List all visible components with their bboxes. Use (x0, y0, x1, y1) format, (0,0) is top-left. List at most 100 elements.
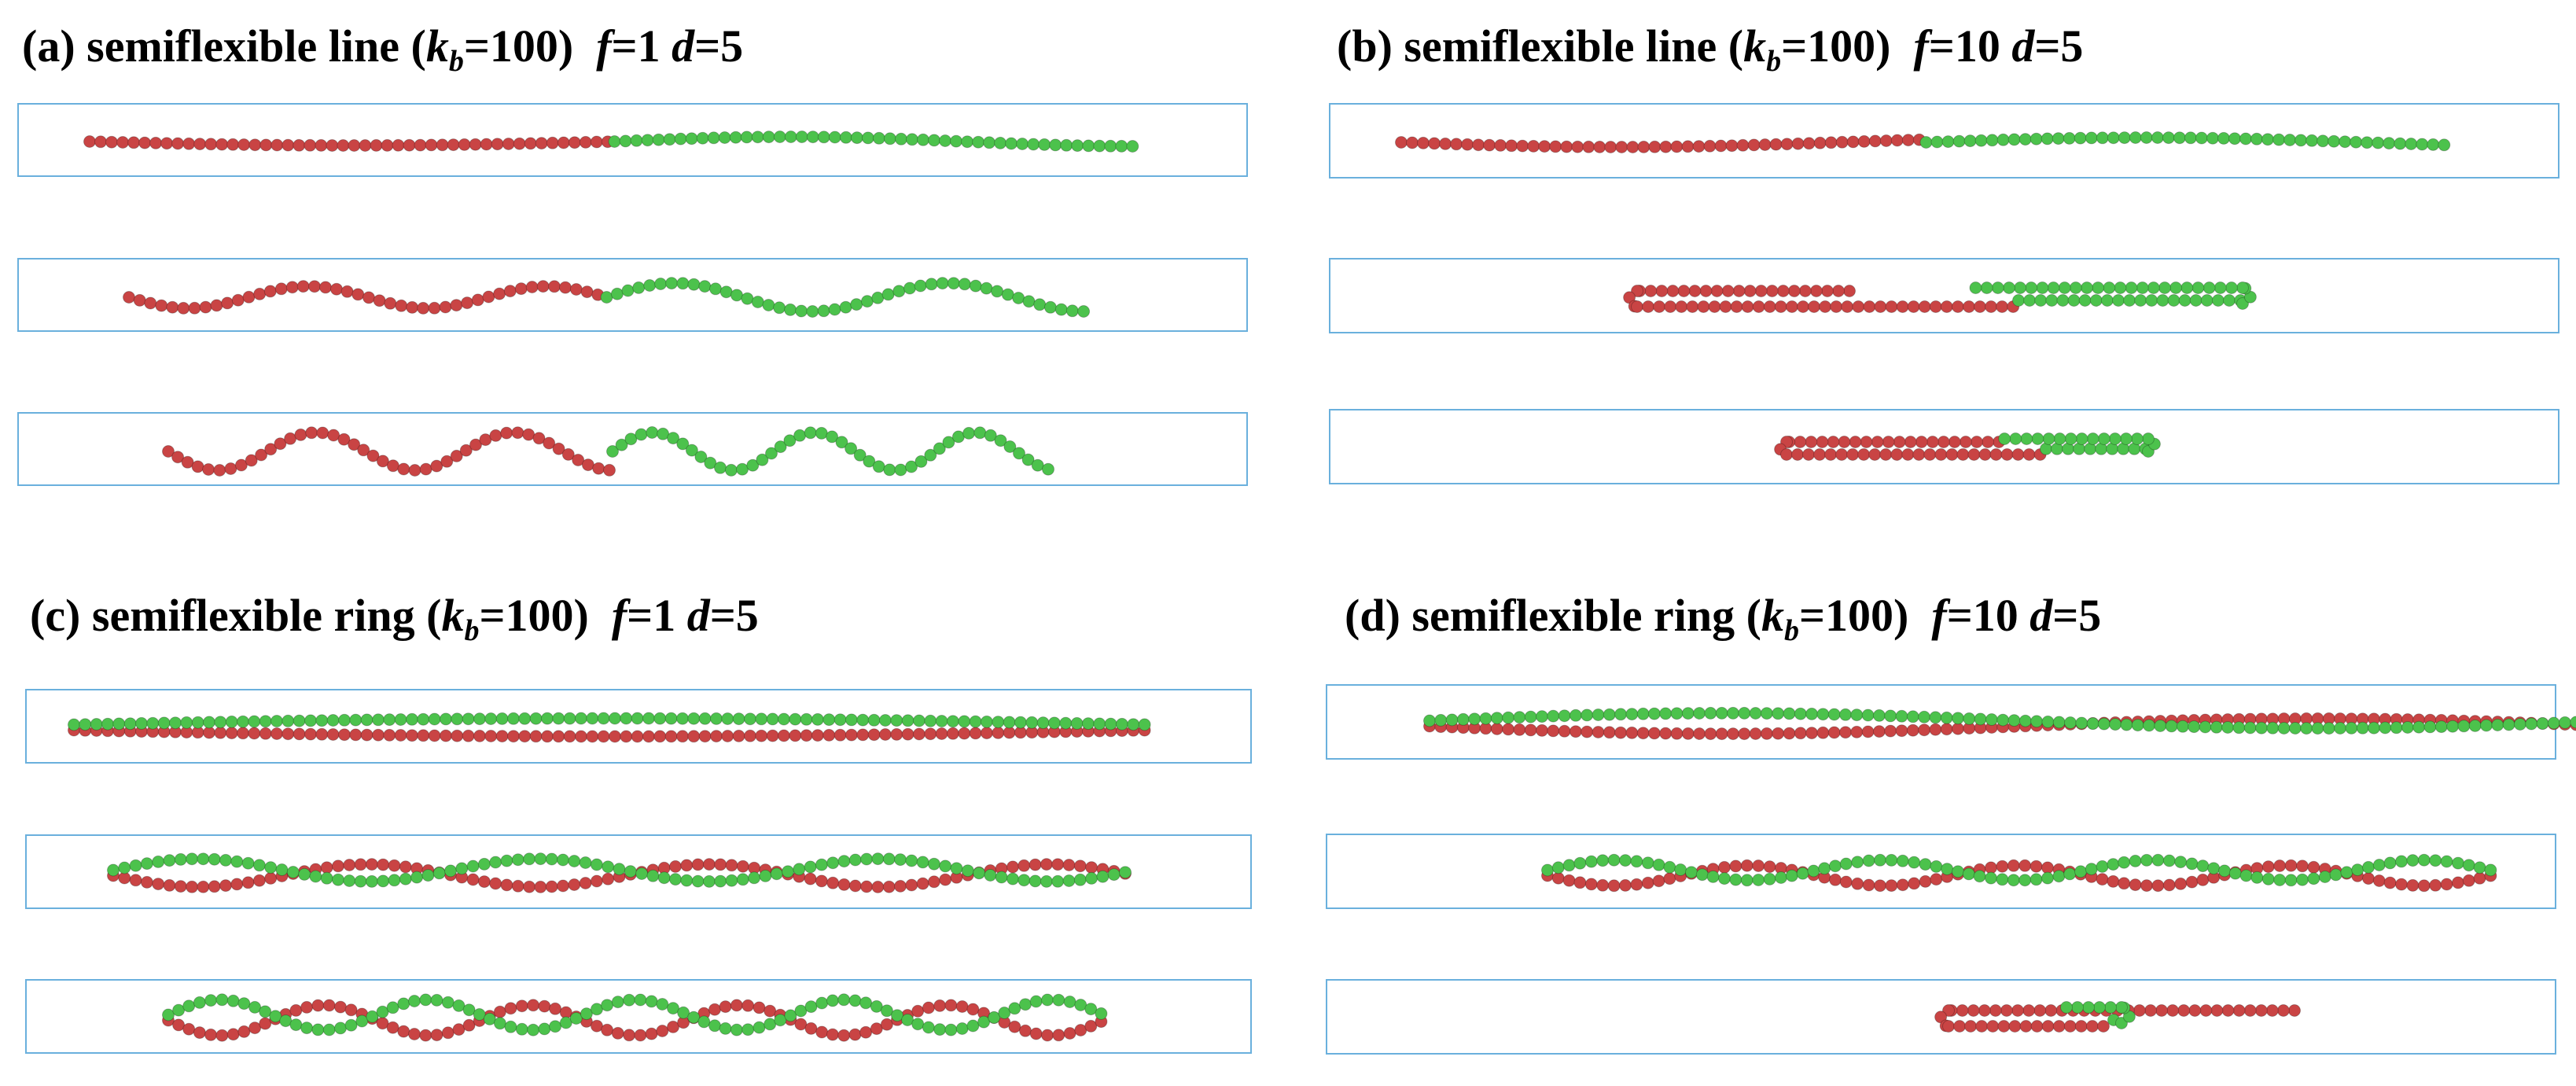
bead (2151, 853, 2165, 867)
bead (2078, 294, 2092, 307)
bead (523, 880, 536, 893)
bead (2480, 719, 2493, 732)
bead (729, 131, 742, 144)
bead (1763, 872, 1776, 885)
bead (2060, 1001, 2073, 1014)
bead (1003, 716, 1016, 729)
bead (912, 714, 926, 727)
bead (2294, 134, 2308, 147)
bead (1926, 436, 1939, 448)
bead (1980, 282, 1993, 294)
bead (969, 727, 982, 740)
bead (1942, 1004, 1955, 1017)
bead (2053, 433, 2066, 445)
bead (1104, 717, 1117, 731)
bead (1614, 708, 1628, 721)
bead (1052, 1029, 1065, 1042)
bead (784, 131, 797, 143)
bead (204, 138, 218, 151)
bead (751, 131, 764, 144)
bead (795, 131, 808, 143)
bead (1718, 872, 1731, 885)
bead (219, 853, 232, 867)
bead (1901, 134, 1915, 147)
bead (174, 852, 187, 866)
bead (1670, 727, 1684, 740)
bead (826, 430, 839, 444)
bead (1906, 710, 1919, 723)
bead (394, 729, 407, 742)
bead (2191, 282, 2205, 294)
bead (253, 287, 267, 300)
bead (294, 428, 307, 441)
bead (2525, 717, 2538, 731)
bead (2156, 294, 2169, 307)
bead (753, 1001, 766, 1014)
bead (500, 854, 513, 867)
bead (611, 996, 624, 1009)
bead (906, 133, 918, 146)
bead (1558, 724, 1571, 738)
bead (1708, 300, 1721, 313)
bead (1791, 448, 1804, 461)
bead (2033, 1004, 2047, 1017)
bead (1996, 300, 2009, 313)
bead (848, 879, 862, 893)
bead (1787, 285, 1801, 297)
bead (2096, 860, 2109, 873)
bead (543, 436, 556, 450)
bead (2162, 878, 2176, 892)
bead (1930, 860, 1943, 873)
bead (160, 137, 174, 150)
bead (461, 296, 474, 310)
bead (1872, 709, 1886, 722)
bead (2151, 879, 2165, 893)
bead (441, 1026, 454, 1040)
bead (403, 138, 416, 152)
bead (665, 277, 679, 290)
bead (1813, 448, 1827, 461)
bead (349, 713, 362, 727)
bead (901, 714, 914, 727)
bead (1569, 709, 1582, 722)
bead (334, 1000, 347, 1014)
bead (1104, 139, 1117, 153)
bead (377, 858, 390, 871)
panel-b-title: (b) semiflexible line (kb=100) f=10 d=5 (1337, 20, 2084, 78)
bead (450, 449, 463, 462)
bead (1752, 300, 1765, 313)
bead (1036, 716, 1050, 730)
bead (1018, 859, 1031, 872)
bead (1941, 863, 1954, 876)
bead (315, 714, 329, 727)
bead (149, 136, 163, 149)
bead (529, 712, 543, 725)
bead (2307, 872, 2320, 885)
bead (603, 463, 616, 477)
bead (1688, 285, 1702, 297)
bead (1846, 135, 1860, 149)
bead (1923, 448, 1937, 461)
panel-a-snapshot-2 (17, 258, 1248, 332)
bead (914, 455, 928, 468)
bead (1008, 1020, 1021, 1033)
bead (94, 135, 107, 149)
bead (2047, 282, 2060, 294)
bead (2307, 860, 2320, 874)
bead (2207, 862, 2221, 875)
bead (2118, 856, 2131, 869)
bead (1986, 1020, 2000, 1033)
bead (1063, 996, 1076, 1008)
bead (669, 873, 682, 886)
bead (2283, 134, 2297, 146)
bead (1655, 285, 1669, 297)
polymer-ring (1423, 706, 2576, 741)
bead (451, 712, 464, 726)
bead (316, 426, 329, 440)
bead (927, 875, 940, 889)
bead (2473, 871, 2486, 885)
bead (773, 131, 786, 143)
bead (1852, 300, 1865, 313)
bead (691, 874, 705, 888)
bead (1054, 303, 1068, 316)
